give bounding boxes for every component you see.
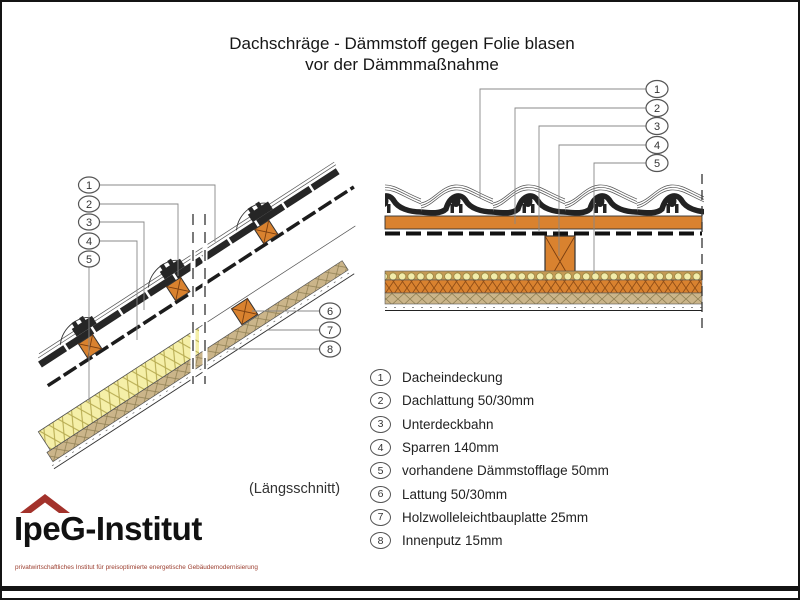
longitudinal-section: 1 2 3 4 5 6 7 8 — [37, 161, 356, 470]
legend-circle: 1 — [370, 369, 391, 387]
wood-wool-board-band — [384, 292, 703, 305]
underlay-membrane-line — [46, 185, 355, 388]
callout-number: 1 — [654, 84, 660, 96]
left-callouts-bottom: 6 7 8 — [318, 302, 342, 358]
legend-item: 5 vorhandene Dämmstofflage 50mm — [370, 459, 609, 482]
legend: 1 Dacheindeckung 2 Dachlattung 50/30mm 3… — [370, 366, 609, 552]
legend-circle: 5 — [370, 462, 391, 480]
roof-tile-band — [38, 167, 342, 368]
title-line-1: Dachschräge - Dämmstoff gegen Folie blas… — [229, 34, 575, 53]
page-title: Dachschräge - Dämmstoff gegen Folie blas… — [2, 33, 798, 75]
legend-item: 1 Dacheindeckung — [370, 366, 609, 389]
roof-batten-squares — [77, 219, 279, 359]
callout-number: 4 — [86, 236, 92, 248]
title-line-2: vor der Dämmmaßnahme — [305, 55, 499, 74]
legend-item: 4 Sparren 140mm — [370, 436, 609, 459]
callout-number: 6 — [327, 306, 333, 318]
lattung-band — [384, 279, 703, 294]
legend-circle: 8 — [370, 532, 391, 550]
logo-name: IpeG-Institut — [14, 510, 202, 547]
legend-circle: 6 — [370, 485, 391, 503]
callout-number: 3 — [654, 121, 660, 133]
legend-circle: 3 — [370, 415, 391, 433]
legend-label: Lattung 50/30mm — [402, 486, 508, 502]
break-lines — [190, 214, 208, 384]
callout-number: 2 — [654, 103, 660, 115]
legend-item: 2 Dachlattung 50/30mm — [370, 389, 609, 412]
right-leader-lines — [479, 88, 646, 274]
roof-tiles-row — [349, 185, 709, 213]
callout-number: 4 — [654, 140, 660, 152]
roof-batten-band — [384, 215, 703, 230]
legend-circle: 4 — [370, 439, 391, 457]
legend-label: Dacheindeckung — [402, 370, 503, 386]
existing-insulation-band — [37, 324, 199, 451]
legend-label: vorhandene Dämmstofflage 50mm — [402, 463, 609, 479]
callout-number: 3 — [86, 217, 92, 229]
bottom-rule — [2, 586, 798, 591]
legend-label: Sparren 140mm — [402, 440, 499, 456]
logo-tagline: privatwirtschaftliches Institut für prei… — [15, 564, 258, 571]
left-leader-lines — [88, 184, 319, 402]
wood-wool-board-band — [46, 260, 349, 463]
callout-number: 5 — [86, 254, 92, 266]
left-callouts-top: 1 2 3 4 5 — [77, 176, 101, 268]
legend-label: Dachlattung 50/30mm — [402, 393, 535, 409]
legend-item: 8 Innenputz 15mm — [370, 529, 609, 552]
existing-insulation-band — [384, 270, 703, 281]
callout-number: 5 — [654, 158, 660, 170]
legend-item: 6 Lattung 50/30mm — [370, 482, 609, 505]
section-caption: (Längsschnitt) — [248, 481, 341, 497]
legend-circle: 7 — [370, 508, 391, 526]
callout-number: 2 — [86, 199, 92, 211]
cross-section: 1 2 3 4 5 — [349, 79, 709, 334]
legend-circle: 2 — [370, 392, 391, 410]
legend-item: 3 Unterdeckbahn — [370, 413, 609, 436]
right-callouts: 1 2 3 4 5 — [645, 79, 669, 173]
legend-label: Unterdeckbahn — [402, 416, 494, 432]
callout-number: 7 — [327, 325, 333, 337]
plaster-speckle-line — [51, 270, 353, 467]
roof-caret-icon — [20, 494, 70, 513]
callout-number: 1 — [86, 180, 92, 192]
legend-label: Innenputz 15mm — [402, 533, 503, 549]
legend-label: Holzwolleleichtbauplatte 25mm — [402, 509, 589, 525]
callout-number: 8 — [327, 344, 333, 356]
legend-item: 7 Holzwolleleichtbauplatte 25mm — [370, 506, 609, 529]
